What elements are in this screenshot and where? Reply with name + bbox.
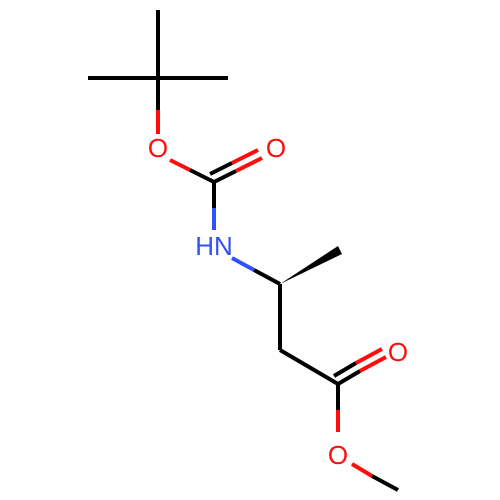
- bond-carbamate-double-2-red: [231, 148, 259, 165]
- bond-ch2-to-ester-c: [278, 348, 340, 386]
- bond-ester-double-1-red: [359, 355, 387, 373]
- atom-nh-group: HN: [195, 231, 233, 261]
- bond-carbamate-double-1-red: [235, 156, 263, 173]
- atom-ether-oxygen: O: [148, 133, 168, 163]
- bond-ester-double-2-black: [332, 361, 358, 378]
- atom-ester-carbonyl-oxygen: O: [388, 337, 408, 367]
- bond-ester-double-1-black: [336, 369, 362, 386]
- bond-n-to-stereo-c-blue: [231, 256, 255, 272]
- bond-n-to-stereo-c-black: [253, 268, 281, 286]
- wedge-bond-methyl: [280, 246, 342, 284]
- atom-carbamate-carbonyl-oxygen: O: [266, 133, 286, 163]
- bond-ester-o-to-methyl-red: [350, 462, 374, 478]
- bond-o-to-carbamate-c-red: [169, 158, 191, 172]
- bond-ester-double-2-red: [355, 347, 383, 365]
- bond-o-to-carbamate-c-black: [189, 168, 215, 184]
- atom-ester-oxygen: O: [328, 440, 348, 470]
- bond-carbamate-double-1-black: [213, 169, 237, 184]
- bond-ester-o-to-methyl-black: [371, 474, 399, 492]
- bond-carbamate-double-2-black: [209, 161, 233, 176]
